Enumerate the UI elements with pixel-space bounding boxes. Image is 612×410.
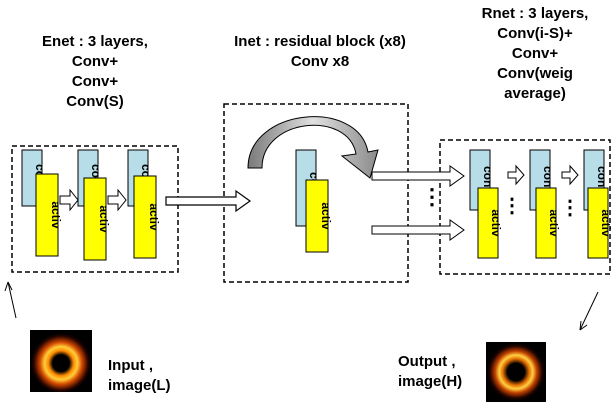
inet-to-rnet-arrow-bottom bbox=[371, 219, 465, 241]
enet-box bbox=[11, 145, 179, 273]
rnet-layer-3: conv activ bbox=[583, 149, 612, 259]
input-image-thumbnail bbox=[30, 330, 92, 392]
output-image-thumbnail bbox=[486, 342, 546, 402]
enet-title: Enet : 3 layers, Conv+ Conv+ Conv(S) bbox=[42, 33, 148, 110]
inet-ellipsis: ⋮ bbox=[421, 184, 443, 209]
activ-label: activ bbox=[547, 209, 561, 237]
enet-layer-3: conv activ bbox=[127, 149, 161, 259]
activ-block bbox=[83, 177, 107, 261]
activ-block bbox=[133, 175, 157, 259]
enet-layer-2: conv activ bbox=[77, 149, 111, 261]
conv-label: conv bbox=[541, 166, 555, 194]
enet-to-inet-arrow bbox=[165, 189, 252, 213]
rnet-title: Rnet : 3 layers, Conv(i-S)+ Conv+ Conv(w… bbox=[481, 5, 589, 102]
residual-skip-arrow bbox=[247, 116, 379, 179]
activ-block bbox=[305, 179, 329, 253]
conv-label: conv bbox=[595, 166, 609, 194]
rnet-ellipsis-2: ⋮ bbox=[560, 197, 580, 219]
rnet-arrow-1 bbox=[507, 164, 525, 186]
output-pointer-arrow bbox=[579, 291, 599, 331]
activ-block bbox=[587, 187, 609, 259]
activ-block bbox=[35, 173, 59, 257]
rnet-box bbox=[439, 139, 611, 275]
output-label: Output , image(H) bbox=[398, 353, 463, 390]
activ-block bbox=[535, 187, 557, 259]
activ-label: activ bbox=[599, 209, 612, 237]
activ-label: activ bbox=[319, 202, 333, 230]
conv-label: conv bbox=[481, 166, 495, 194]
enet-arrow-1 bbox=[59, 188, 79, 212]
rnet-ellipsis-1: ⋮ bbox=[502, 195, 522, 217]
inet-to-rnet-arrow-top bbox=[371, 165, 465, 187]
activ-label: activ bbox=[49, 201, 63, 229]
activ-block bbox=[477, 187, 499, 259]
inet-block: conv activ bbox=[295, 149, 333, 253]
inet-title: Inet : residual block (x8) Conv x8 bbox=[234, 33, 406, 70]
rnet-layer-2: conv activ bbox=[529, 149, 561, 259]
rnet-layer-1: conv activ bbox=[469, 149, 503, 259]
inet-box bbox=[223, 103, 409, 283]
activ-label: activ bbox=[489, 209, 503, 237]
input-label: Input , image(L) bbox=[108, 357, 171, 394]
input-pointer-arrow bbox=[4, 281, 17, 319]
activ-label: activ bbox=[147, 203, 161, 231]
activ-label: activ bbox=[97, 205, 111, 233]
enet-layer-1: conv activ bbox=[21, 149, 63, 257]
rnet-arrow-2 bbox=[561, 164, 579, 186]
enet-arrow-2 bbox=[107, 188, 127, 212]
